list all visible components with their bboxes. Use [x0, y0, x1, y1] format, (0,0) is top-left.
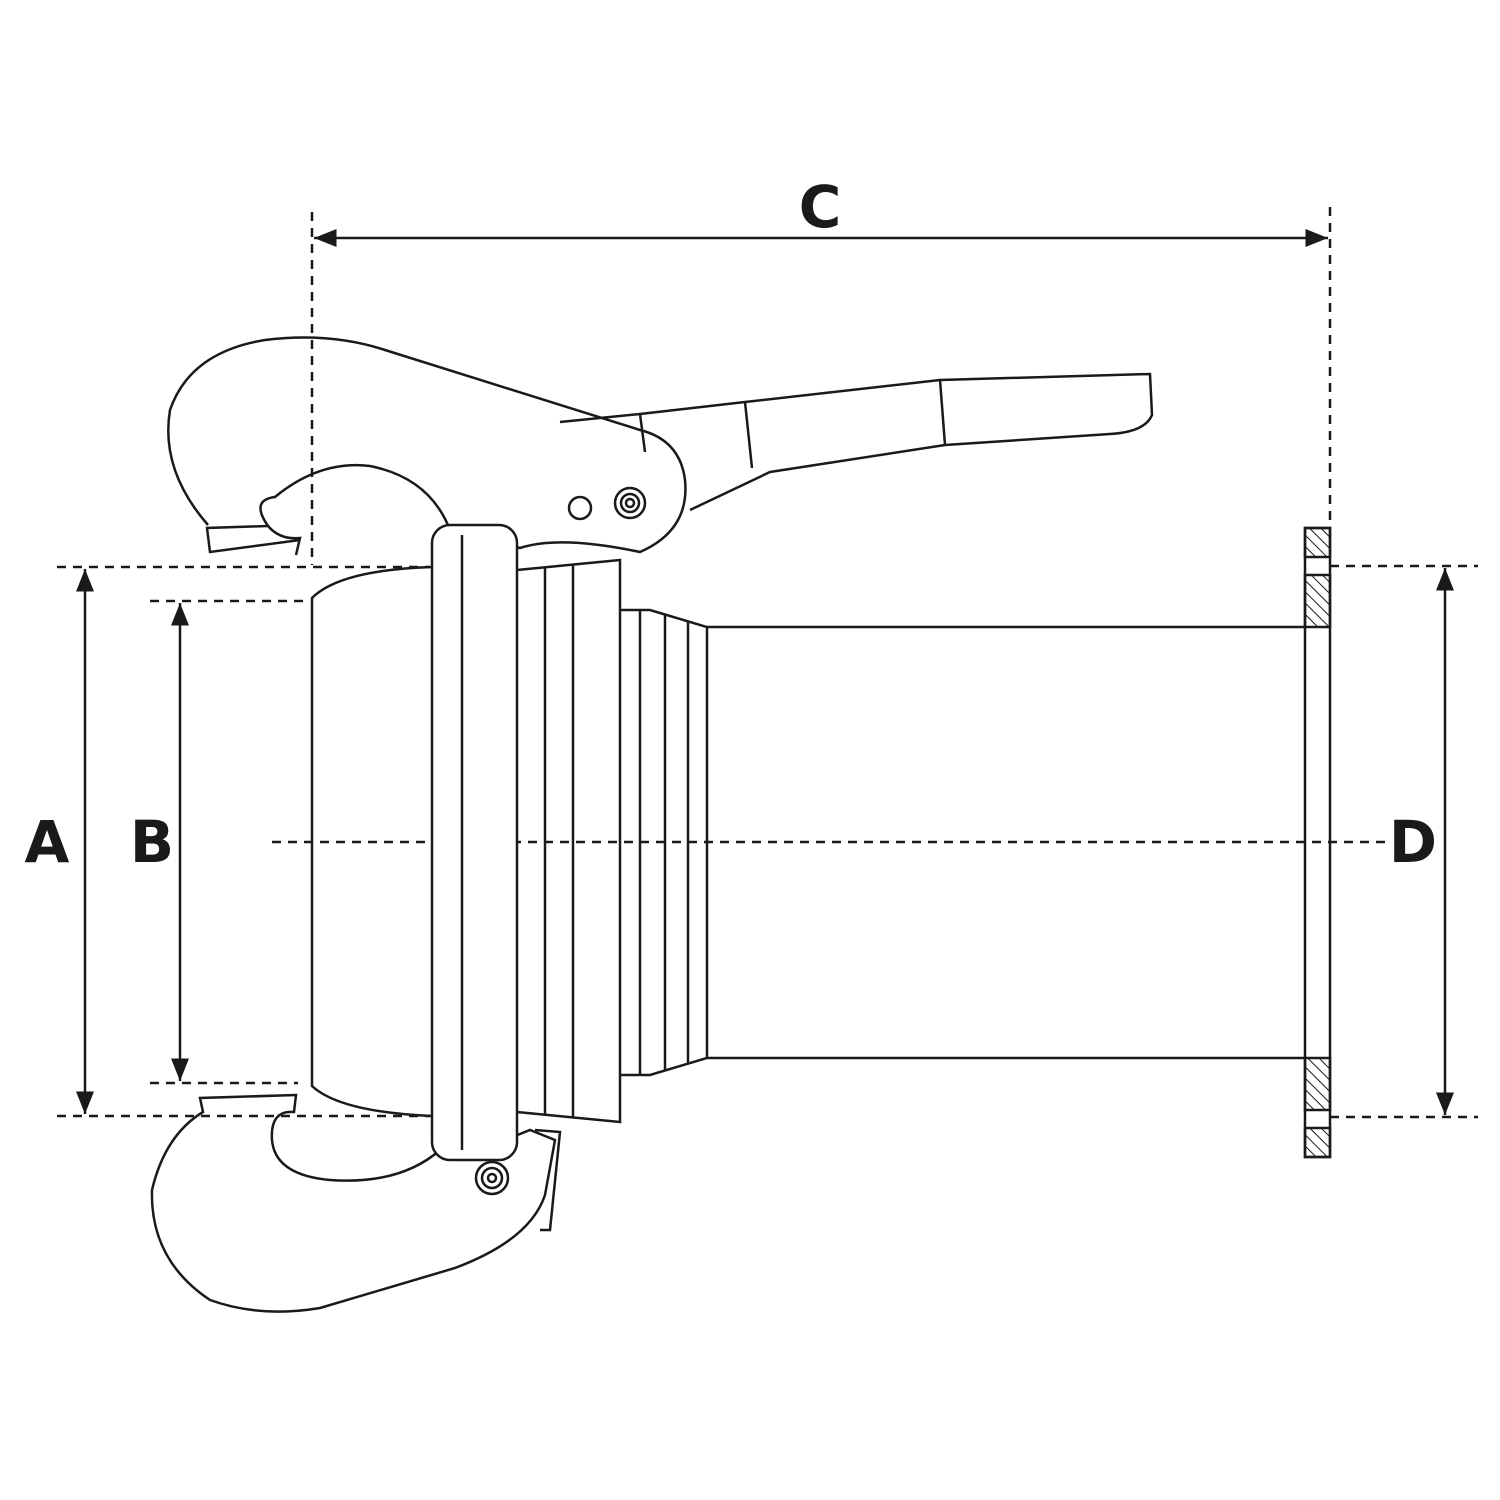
dimension-label-a: A: [24, 808, 70, 876]
coupling-barrel: [310, 565, 433, 1118]
dimension-label-d: D: [1388, 808, 1438, 876]
extension-lines: [57, 207, 1478, 1119]
tapered-spigot: [620, 608, 709, 1077]
lever-handle: [559, 372, 1154, 512]
seal-bands: [516, 558, 622, 1124]
upper-clamp-jaw: [167, 336, 687, 554]
dimension-label-c: C: [798, 173, 842, 241]
tube: [707, 625, 1305, 1060]
dimension-label-b: B: [129, 808, 175, 876]
lower-clamp-jaw: [150, 1093, 557, 1313]
coupling-ring: [430, 523, 519, 1162]
